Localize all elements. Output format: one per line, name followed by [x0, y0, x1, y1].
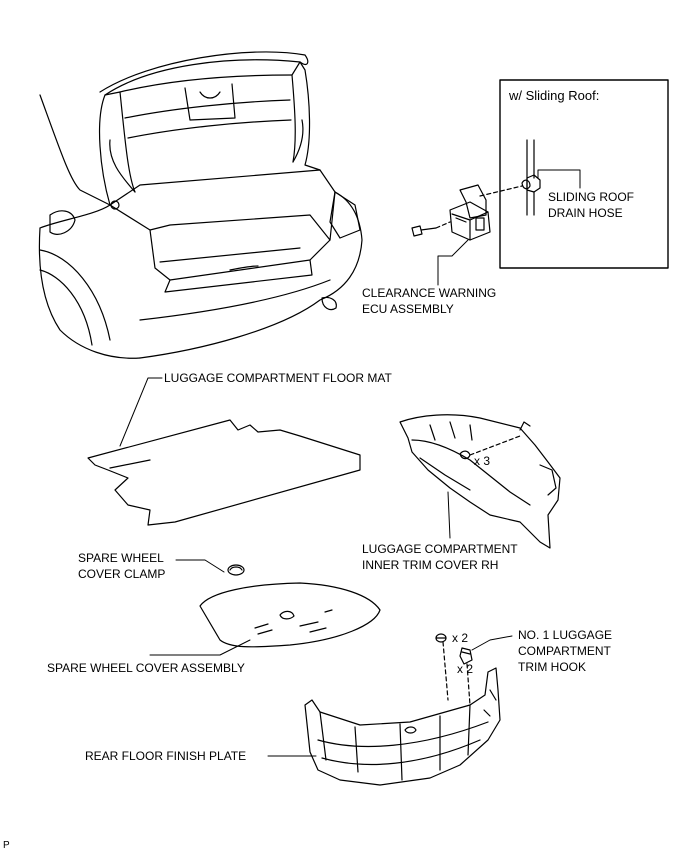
inner-trim-cover-rh — [399, 414, 561, 549]
trim-hook-label-line1: NO. 1 LUGGAGE — [518, 628, 613, 642]
car-illustration — [38, 51, 363, 359]
sliding-roof-inset — [499, 79, 669, 269]
clearance-warning-ecu-label-line2: ECU ASSEMBLY — [362, 302, 454, 316]
inner-trim-cover-label-line2: INNER TRIM COVER RH — [362, 558, 499, 572]
trim-hook-label-line3: TRIM HOOK — [518, 660, 586, 674]
luggage-floor-mat — [87, 377, 361, 526]
floor-mat-label: LUGGAGE COMPARTMENT FLOOR MAT — [164, 371, 392, 385]
sliding-roof-drain-hose-label-line1: SLIDING ROOF — [548, 190, 635, 204]
clearance-warning-ecu — [411, 184, 523, 286]
trim-hook-and-clips — [435, 633, 513, 706]
spare-wheel-clamp-label-line1: SPARE WHEEL — [78, 551, 164, 565]
spare-wheel-cover-label: SPARE WHEEL COVER ASSEMBLY — [47, 661, 245, 675]
inner-trim-cover-label-line1: LUGGAGE COMPARTMENT — [362, 542, 518, 556]
rear-floor-finish-plate — [267, 667, 501, 786]
inner-trim-qty-label: x 3 — [474, 454, 491, 468]
sliding-roof-drain-hose-label-line2: DRAIN HOSE — [548, 206, 623, 220]
spare-wheel-clamp-label-line2: COVER CLAMP — [78, 567, 166, 581]
clip-qty-upper-label: x 2 — [452, 631, 469, 645]
trim-hook-label-line2: COMPARTMENT — [518, 644, 611, 658]
spare-wheel-cover-clamp — [175, 559, 245, 576]
rear-floor-finish-plate-label: REAR FLOOR FINISH PLATE — [85, 749, 247, 763]
inset-title: w/ Sliding Roof: — [509, 88, 600, 103]
clearance-warning-ecu-label-line1: CLEARANCE WARNING — [362, 286, 497, 300]
corner-mark: P — [3, 840, 10, 851]
clip-qty-lower-label: x 2 — [457, 662, 474, 676]
spare-wheel-cover — [149, 582, 381, 656]
